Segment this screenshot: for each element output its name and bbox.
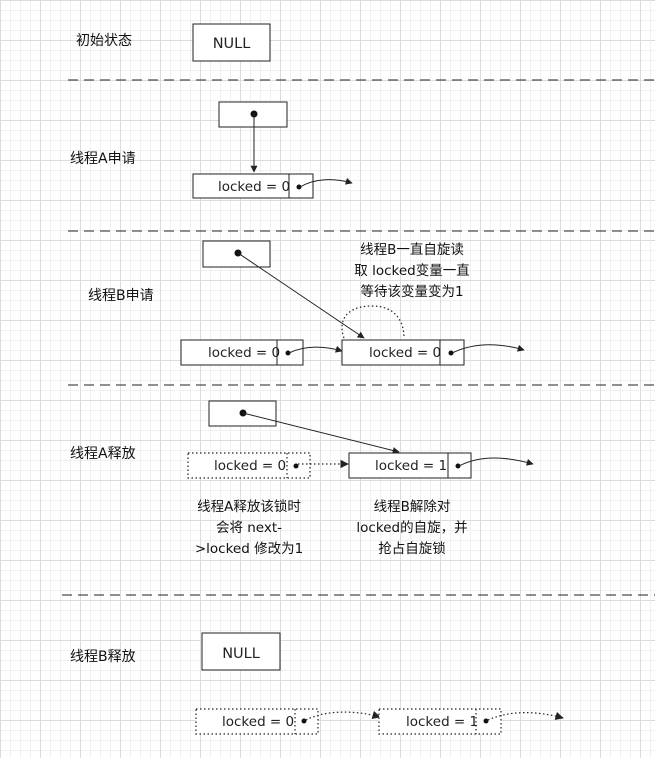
null-label: NULL [222, 646, 260, 662]
next-pointer-dot [455, 463, 461, 469]
spin-loop [341, 305, 405, 339]
note-a-release-line2: 会将 next- [216, 520, 282, 536]
note-b-spin-line2: 取 locked变量一直 [354, 263, 469, 279]
note-a-release-line1: 线程A释放该锁时 [197, 499, 301, 515]
node-b-released [378, 708, 502, 735]
next-arrow-dotted [305, 710, 381, 721]
node-a-locked-label: locked = 0 [208, 345, 280, 361]
next-pointer-dot [301, 718, 307, 724]
node-a-locked-label: locked = 0 [218, 179, 290, 195]
note-a-release-line3: >locked 修改为1 [195, 541, 303, 557]
next-pointer-dot [448, 350, 454, 356]
next-arrow [458, 457, 534, 467]
node-b [341, 339, 465, 366]
next-pointer-dot [285, 350, 291, 356]
stage-label-a-acquire: 线程A申请 [70, 151, 136, 167]
node-a-locked-label: locked = 0 [222, 714, 294, 730]
node-b-locked-label: locked = 1 [375, 458, 447, 474]
pointer-arrow [242, 412, 400, 454]
node-b-locked-label: locked = 0 [369, 345, 441, 361]
stage-label-a-release: 线程A释放 [70, 446, 136, 462]
note-b-unspin-line1: 线程B解除对 [374, 499, 451, 515]
next-pointer-dot [293, 463, 299, 469]
next-pointer-dot [296, 184, 302, 190]
note-b-unspin-line2: locked的自旋，并 [356, 520, 467, 536]
next-arrow-dotted [487, 711, 564, 721]
pointer-arrow [237, 252, 365, 339]
note-b-spin-line1: 线程B一直自旋读 [360, 242, 464, 258]
next-arrow [288, 345, 343, 354]
stage-label-initial: 初始状态 [76, 32, 132, 49]
node-a-released [187, 452, 311, 479]
next-pointer-dot [483, 718, 489, 724]
tail-pointer-box [192, 23, 271, 62]
node-a-locked-label: locked = 0 [214, 458, 286, 474]
next-arrow [299, 177, 353, 188]
node-a-released [195, 708, 319, 735]
next-arrow [451, 344, 525, 354]
node-a [180, 339, 304, 366]
node-a [192, 173, 314, 199]
note-b-spin-line3: 等待该变量变为1 [360, 283, 463, 300]
node-b [348, 452, 472, 479]
note-b-unspin-line3: 抢占自旋锁 [378, 540, 446, 557]
stage-label-b-release: 线程B释放 [70, 649, 136, 665]
null-label: NULL [213, 36, 251, 52]
stage-label-b-acquire: 线程B申请 [88, 288, 154, 304]
node-b-locked-label: locked = 1 [406, 714, 478, 730]
tail-pointer-box [201, 632, 281, 671]
